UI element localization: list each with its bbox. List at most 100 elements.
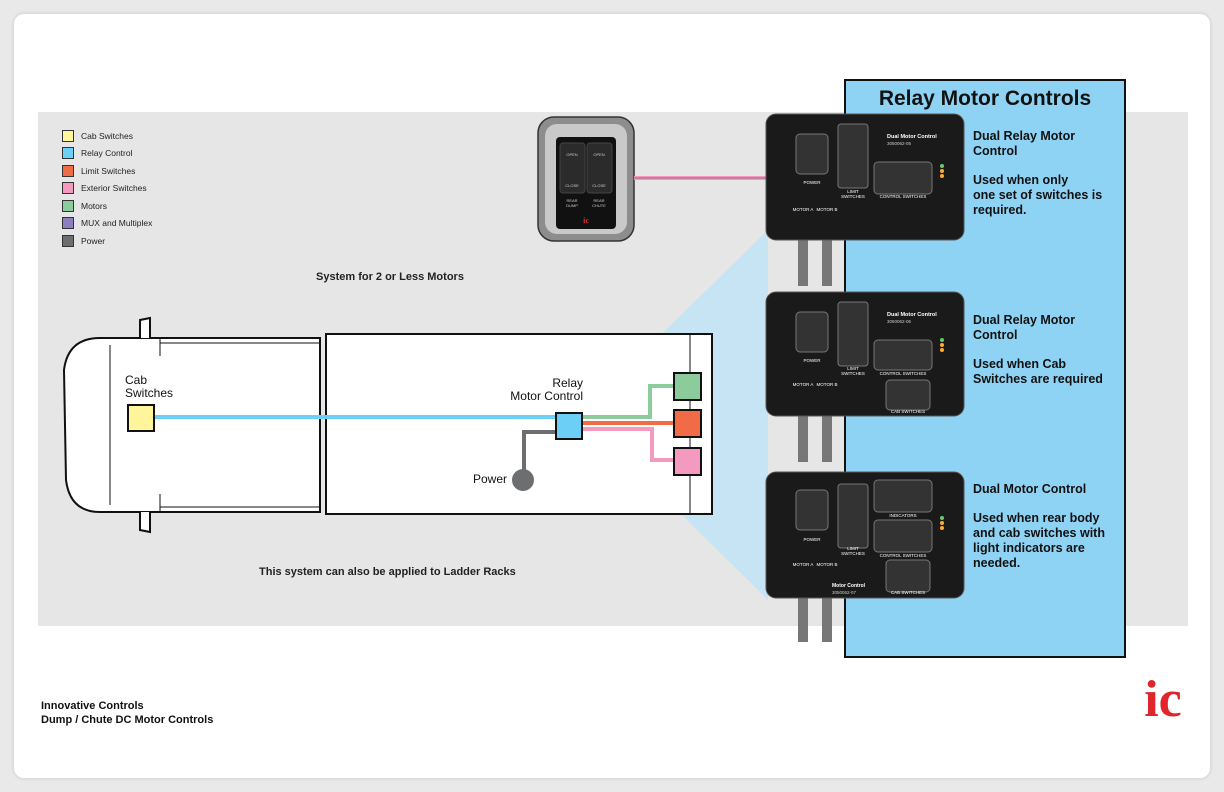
motor-cable — [798, 586, 808, 642]
relay-module-2: Dual Motor Control 3050062-06 POWER LIMI… — [765, 291, 965, 462]
legend-item-relay-control: Relay Control — [62, 145, 152, 163]
legend-item-exterior-switches: Exterior Switches — [62, 180, 152, 198]
power-label: Power — [473, 472, 507, 486]
desc-sub: Used when Cab — [973, 357, 1067, 371]
led — [940, 338, 944, 342]
port-label: SWITCHES — [841, 551, 865, 556]
desc-sub: and cab switches with — [973, 526, 1105, 540]
desc-sub: needed. — [973, 556, 1021, 570]
cab-label: Switches — [125, 386, 173, 400]
legend-swatch — [62, 234, 74, 247]
mirror-bottom — [139, 512, 151, 534]
port-label: MOTOR A — [793, 382, 814, 387]
limit-switch-box — [673, 409, 702, 438]
desc-sub: Used when rear body — [973, 511, 1100, 525]
port-label: POWER — [803, 537, 821, 542]
legend-label: Motors — [81, 200, 107, 211]
port-label: CONTROL SWITCHES — [880, 371, 927, 376]
port-label: INDICATORS — [889, 513, 916, 518]
power-connector — [795, 489, 829, 531]
legend-label: Relay Control — [81, 148, 133, 159]
desc-sub: light indicators are — [973, 541, 1085, 555]
mirror-top — [139, 316, 151, 338]
legend-label: Exterior Switches — [81, 183, 147, 194]
led — [940, 348, 944, 352]
port-label: MOTOR B — [817, 562, 838, 567]
limit-connector — [837, 123, 869, 189]
led — [940, 343, 944, 347]
footer: Innovative Controls Dump / Chute DC Moto… — [41, 699, 213, 727]
logo-text: ic — [1144, 671, 1182, 722]
legend-item-motors: Motors — [62, 197, 152, 215]
port-label: SWITCHES — [841, 194, 865, 199]
motor-wire — [582, 384, 676, 419]
port-label: SWITCHES — [841, 371, 865, 376]
module-name: Dual Motor Control — [887, 134, 937, 140]
rocker-name: DUMP — [566, 203, 578, 208]
desc-sub: Switches are required — [973, 372, 1103, 386]
right-rocker[interactable] — [586, 142, 613, 194]
legend-swatch — [62, 164, 74, 177]
desc-title: Dual Relay Motor — [973, 129, 1076, 143]
legend-label: MUX and Multiplex — [81, 218, 153, 229]
motor-box — [673, 372, 702, 401]
ic-logo: ic — [1139, 666, 1187, 722]
limit-connector — [837, 301, 869, 367]
left-rocker[interactable] — [559, 142, 586, 194]
motor-cable — [822, 228, 832, 286]
led — [940, 169, 944, 173]
panel-title: Relay Motor Controls — [878, 87, 1092, 110]
ladder-caption: This system can also be applied to Ladde… — [259, 566, 516, 578]
legend-swatch — [62, 129, 74, 142]
desc-sub: one set of switches is — [973, 188, 1103, 202]
power-node — [512, 469, 534, 491]
port-label: CONTROL SWITCHES — [880, 553, 927, 558]
legend-label: Power — [81, 235, 106, 246]
relay-label: Relay — [552, 376, 583, 390]
relay-control-box — [555, 412, 583, 440]
product-line: Dump / Chute DC Motor Controls — [41, 714, 214, 726]
module-2-description: Dual Relay Motor Control Used when Cab S… — [973, 313, 1103, 387]
switch-brand: ic — [583, 216, 589, 225]
legend-swatch — [62, 199, 74, 212]
port-label: POWER — [803, 358, 821, 363]
motor-cable — [822, 586, 832, 642]
led — [940, 164, 944, 168]
rocker-label: OPEN — [593, 152, 604, 157]
desc-title: Dual Motor Control — [973, 482, 1087, 496]
power-connector — [795, 311, 829, 353]
legend-swatch — [62, 217, 74, 230]
cab-label: Cab — [125, 373, 147, 387]
truck-cab — [62, 337, 321, 513]
port-label: MOTOR B — [817, 382, 838, 387]
desc-title: Control — [973, 144, 1018, 158]
legend-label: Cab Switches — [81, 130, 133, 141]
rocker-switch-panel: OPEN CLOSE OPEN CLOSE REAR DUMP REAR CHU… — [537, 116, 635, 242]
module-part: 3050062-06 — [887, 319, 912, 324]
cab-switches-box — [127, 404, 155, 432]
legend-swatch — [62, 147, 74, 160]
legend-item-limit-switches: Limit Switches — [62, 162, 152, 180]
desc-title: Dual Relay Motor — [973, 313, 1076, 327]
rocker-name: CHUTE — [592, 203, 606, 208]
control-connector — [873, 519, 933, 553]
company-name: Innovative Controls — [41, 700, 144, 712]
relay-module-3: POWER LIMIT SWITCHES INDICATORS CONTROL … — [765, 471, 965, 642]
cab-connector — [885, 559, 931, 593]
module-part: 3050062-05 — [887, 141, 912, 146]
rocker-label: OPEN — [566, 152, 577, 157]
desc-title: Control — [973, 328, 1018, 342]
module-name: Dual Motor Control — [887, 312, 937, 318]
port-label: CONTROL SWITCHES — [880, 194, 927, 199]
relay-label: Motor Control — [510, 389, 583, 403]
led — [940, 526, 944, 530]
module-name: Motor Control — [832, 583, 866, 589]
legend-swatch — [62, 182, 74, 195]
legend-item-cab-switches: Cab Switches — [62, 127, 152, 145]
desc-sub: Used when only — [973, 173, 1069, 187]
exterior-wire — [582, 427, 676, 462]
relay-module-1: Dual Motor Control 3050062-05 POWER LIMI… — [765, 113, 965, 286]
led — [940, 521, 944, 525]
power-connector — [795, 133, 829, 175]
